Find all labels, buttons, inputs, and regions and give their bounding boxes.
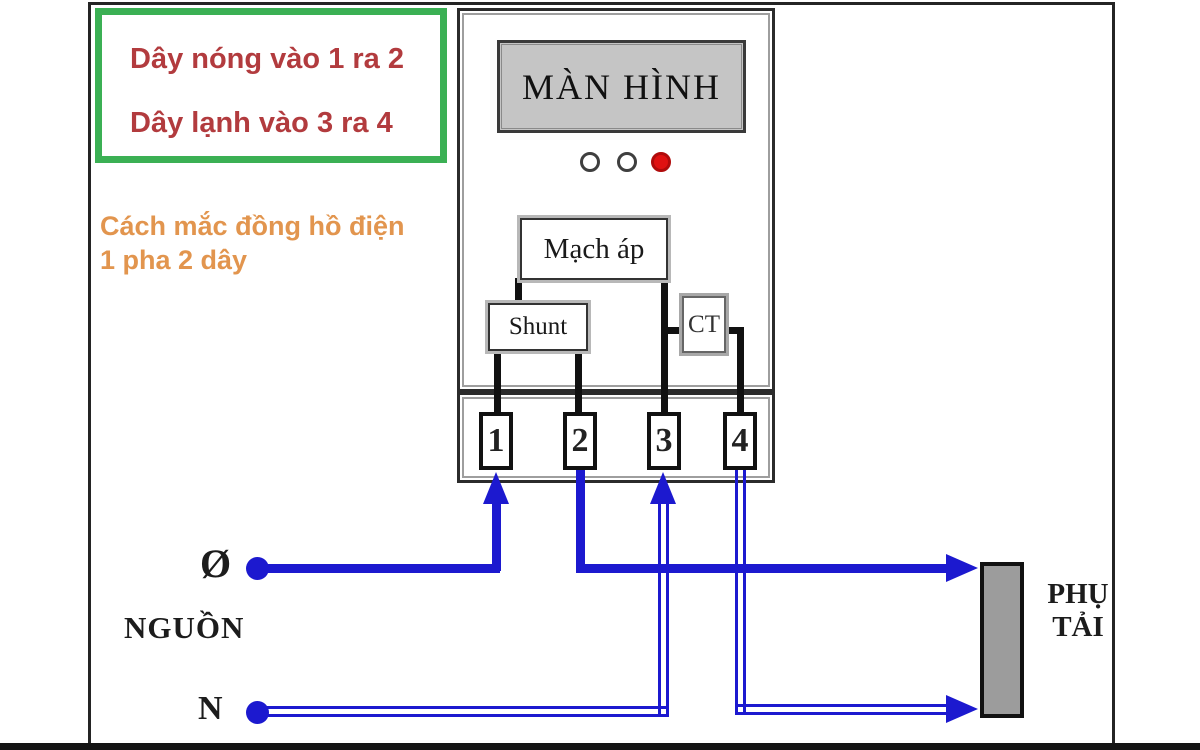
terminal-1-label: 1	[487, 422, 505, 459]
caption-line-1: Cách mắc đồng hồ điện	[100, 211, 405, 241]
load-resistor	[980, 562, 1024, 718]
neutral-wire-vertical-terminal4	[735, 470, 746, 715]
ct-label: CT	[688, 310, 720, 338]
display-label: MÀN HÌNH	[522, 66, 721, 107]
arrow-right-neutral-load-icon	[946, 695, 978, 723]
terminal-2: 2	[563, 412, 597, 470]
wire-machap-to-terminal3	[661, 278, 668, 414]
terminal-2-label: 2	[571, 422, 589, 459]
indicator-light-2	[617, 152, 637, 172]
indicator-light-1	[580, 152, 600, 172]
terminal-4-label: 4	[731, 422, 749, 459]
neutral-wire-vertical-terminal3	[658, 500, 669, 717]
phase-wire-horizontal-in	[252, 564, 500, 573]
neutral-wire-horizontal-out	[735, 704, 948, 715]
neutral-wire-horizontal-in	[252, 706, 669, 717]
wire-ct-to-terminal4	[737, 327, 744, 414]
neutral-symbol: N	[198, 690, 223, 727]
phase-wire-vertical-terminal2	[576, 470, 585, 573]
meter-display: MÀN HÌNH	[497, 40, 746, 133]
shunt-box: Shunt	[488, 303, 588, 351]
voltage-circuit-label: Mạch áp	[543, 232, 645, 265]
voltage-circuit-box: Mạch áp	[520, 218, 668, 280]
phase-wire-horizontal-out	[576, 564, 950, 573]
note-hot-wire: Dây nóng vào 1 ra 2	[130, 43, 404, 75]
source-label: NGUỒN	[124, 610, 245, 645]
note-neutral-wire: Dây lạnh vào 3 ra 4	[130, 107, 393, 139]
arrow-up-terminal3-icon	[650, 472, 676, 504]
terminal-3-label: 3	[655, 422, 673, 459]
wire-shunt-to-terminal1	[494, 347, 501, 414]
wire-shunt-to-terminal2	[575, 347, 582, 414]
neutral-connection-dot	[246, 701, 269, 724]
phase-connection-dot	[246, 557, 269, 580]
wiring-note-box: Dây nóng vào 1 ra 2 Dây lạnh vào 3 ra 4	[95, 8, 447, 163]
load-label-line-1: PHỤ	[1047, 578, 1109, 610]
load-label: PHỤ TẢI	[1036, 578, 1120, 645]
terminal-3: 3	[647, 412, 681, 470]
terminal-4: 4	[723, 412, 757, 470]
wire-machap-to-shunt	[515, 278, 522, 305]
phase-wire-vertical-terminal1	[492, 500, 501, 571]
shunt-label: Shunt	[508, 313, 568, 340]
terminal-1: 1	[479, 412, 513, 470]
indicator-light-red	[651, 152, 671, 172]
ct-box: CT	[682, 296, 726, 353]
diagram-caption: Cách mắc đồng hồ điện 1 pha 2 dây	[100, 210, 460, 278]
arrow-up-terminal1-icon	[483, 472, 509, 504]
load-label-line-2: TẢI	[1052, 611, 1104, 644]
bottom-black-bar	[0, 743, 1200, 750]
arrow-right-phase-load-icon	[946, 554, 978, 582]
phase-symbol: Ø	[200, 541, 232, 586]
caption-line-2: 1 pha 2 dây	[100, 244, 248, 275]
